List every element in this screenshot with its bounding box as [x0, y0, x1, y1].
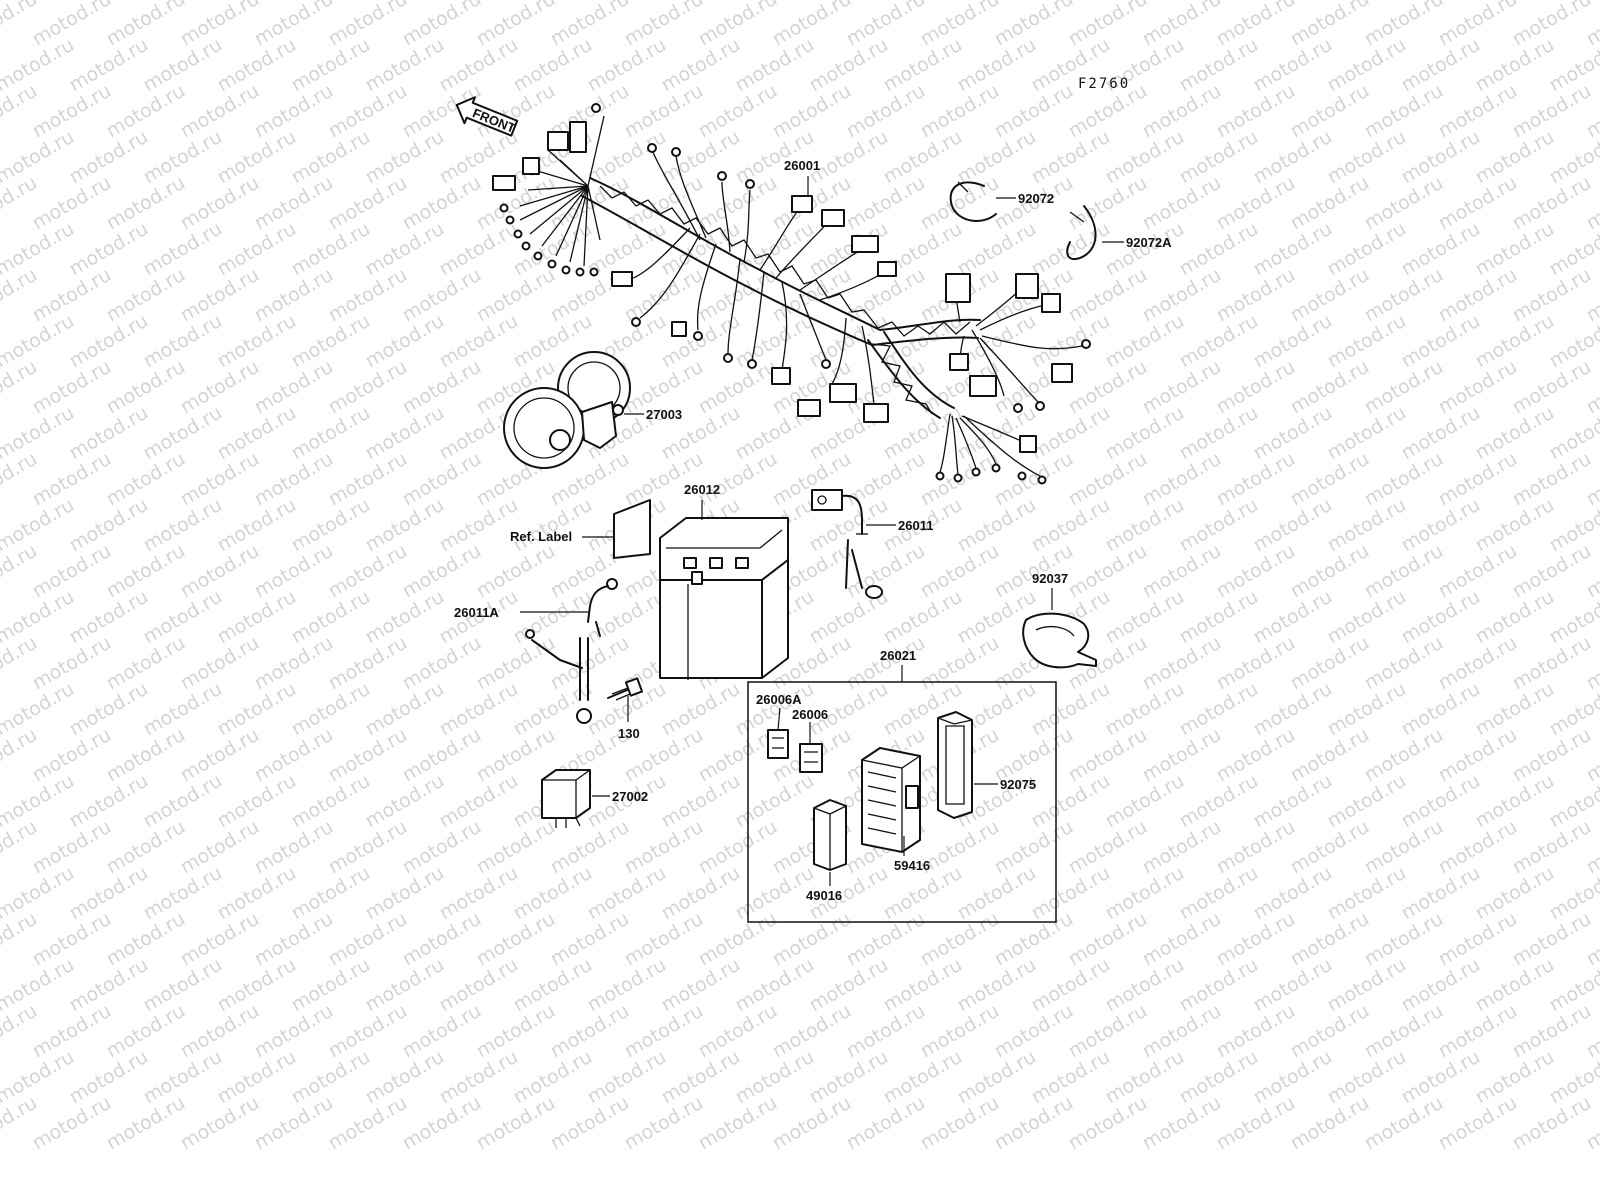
watermark-layer: motod.rumotod.rumotod.rumotod.rumotod.ru…: [0, 0, 1600, 1154]
cover: 49016: [806, 799, 847, 903]
band-92072: 92072: [949, 181, 1054, 222]
terminal-row: [499, 203, 599, 277]
svg-text:49016: 49016: [806, 888, 842, 903]
svg-text:26006: 26006: [792, 707, 828, 722]
svg-text:92037: 92037: [1032, 571, 1068, 586]
ref-label: Ref. Label: [510, 499, 651, 559]
main-wiring-harness: [492, 103, 1091, 485]
fuse-box-assembly: 26021 26006A 26006 59416: [747, 648, 1057, 923]
fuse-case: 59416: [861, 747, 930, 873]
svg-text:26012: 26012: [684, 482, 720, 497]
svg-text:26011A: 26011A: [454, 605, 499, 620]
svg-text:26001: 26001: [784, 158, 820, 173]
fuse-26006: 26006: [792, 707, 828, 773]
battery: 26012: [659, 482, 789, 680]
bracket: 92075: [937, 711, 1036, 819]
battery-lead-negative: 26011A: [454, 578, 618, 724]
svg-text:130: 130: [618, 726, 640, 741]
band-92072a: 92072A: [1066, 205, 1172, 260]
svg-text:26006A: 26006A: [756, 692, 802, 707]
bolt: 130: [607, 677, 644, 741]
svg-text:92072A: 92072A: [1126, 235, 1172, 250]
svg-text:27002: 27002: [612, 789, 648, 804]
battery-lead-positive: 26011: [811, 489, 933, 599]
svg-text:27003: 27003: [646, 407, 682, 422]
callout-26001: 26001: [784, 158, 820, 196]
svg-text:26011: 26011: [898, 518, 933, 533]
svg-text:92072: 92072: [1018, 191, 1054, 206]
svg-text:92075: 92075: [1000, 777, 1036, 792]
svg-text:Ref. Label: Ref. Label: [510, 529, 572, 544]
fuse-26006a: 26006A: [756, 692, 802, 759]
clamp: 92037: [1022, 571, 1097, 669]
horn-assembly: 27003: [503, 351, 682, 469]
relay: 27002: [541, 769, 648, 828]
svg-text:26021: 26021: [880, 648, 916, 663]
svg-text:59416: 59416: [894, 858, 930, 873]
figure-code: F2760: [1078, 76, 1130, 92]
